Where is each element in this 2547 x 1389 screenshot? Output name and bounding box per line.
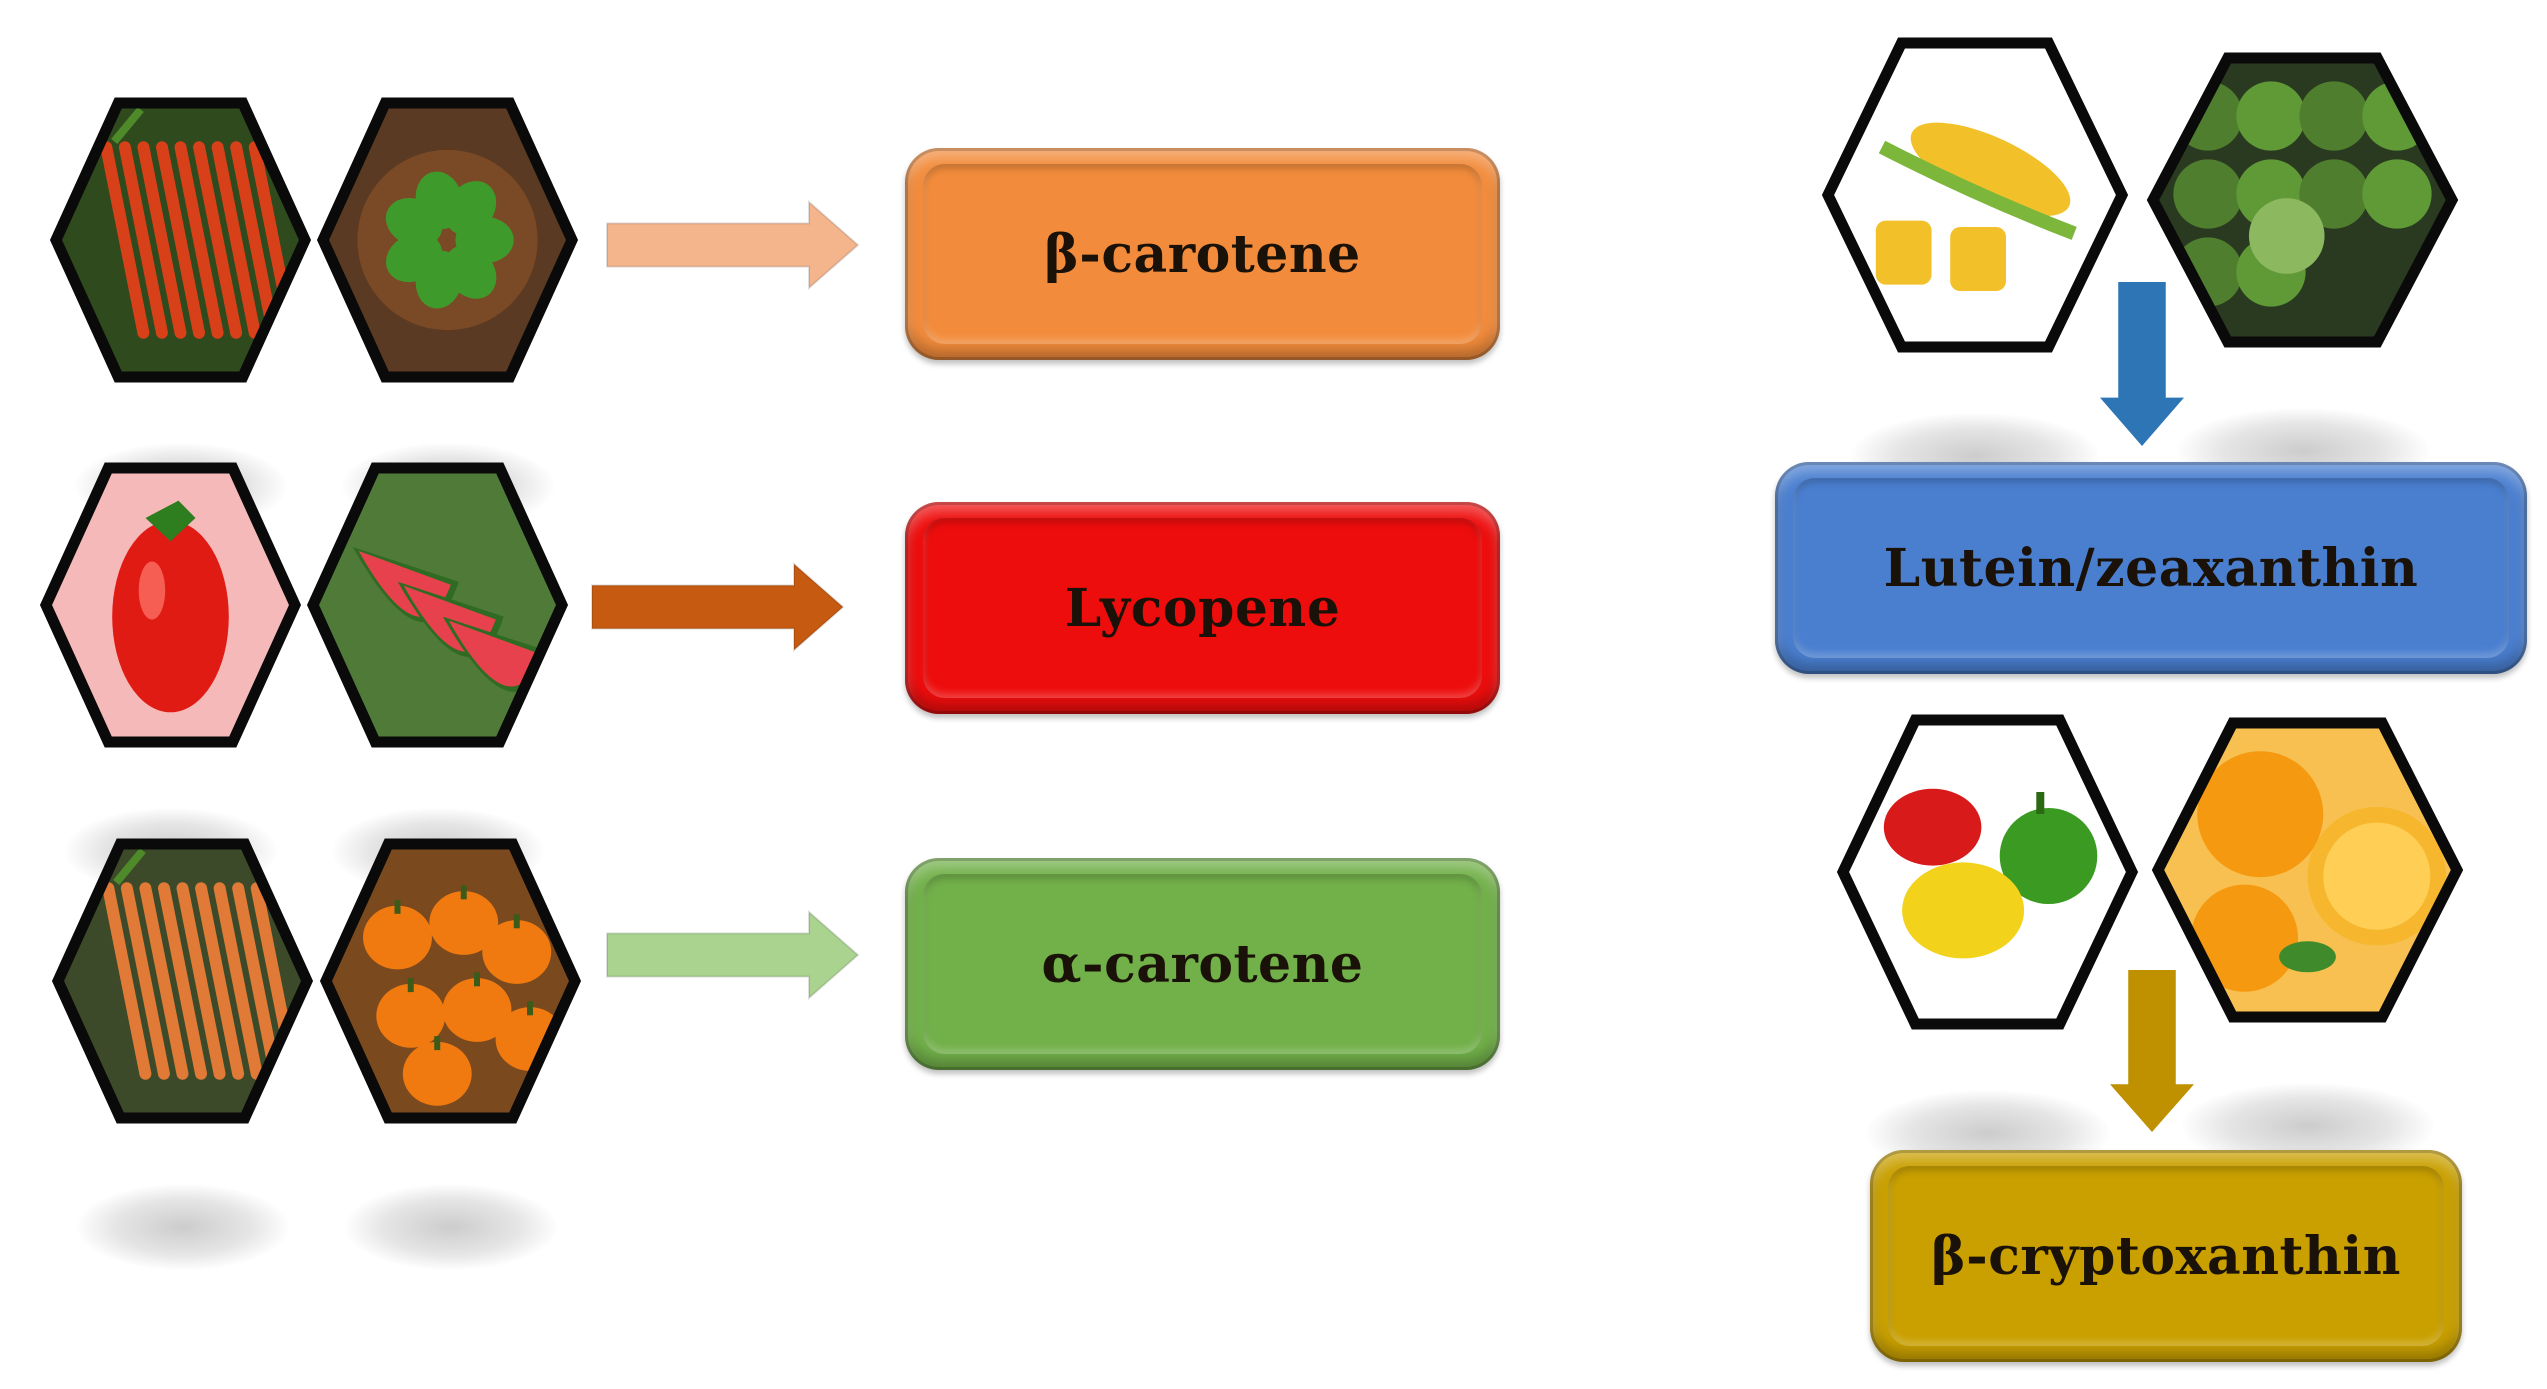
beta-cryptoxanthin-box: β-cryptoxanthin (1870, 1150, 2462, 1362)
lutein-zeaxanthin-label: Lutein/zeaxanthin (1883, 537, 2419, 599)
hexagon-shadow (76, 1184, 289, 1270)
oranges-icon (2151, 717, 2464, 1023)
beta-carotene-label: β-carotene (1044, 223, 1361, 285)
beta-carotene-arrow (606, 200, 860, 290)
lycopene-arrow (591, 562, 845, 652)
corn-icon (1821, 37, 2129, 353)
watermelon-icon (306, 462, 569, 748)
carrots-bunch-icon (51, 838, 314, 1124)
beta-cryptoxanthin-label: β-cryptoxanthin (1931, 1225, 2401, 1287)
spinach-bowl-icon (316, 97, 579, 383)
alpha-carotene-label: α-carotene (1041, 933, 1364, 995)
pumpkins-icon (319, 838, 582, 1124)
lutein-zeaxanthin-arrow (2100, 282, 2184, 446)
lycopene-label: Lycopene (1064, 577, 1341, 639)
alpha-carotene-box-inner (923, 874, 1482, 1054)
lutein-zeaxanthin-box: Lutein/zeaxanthin (1775, 462, 2527, 674)
lycopene-box: Lycopene (905, 502, 1500, 714)
lutein-zeaxanthin-box-inner (1793, 478, 2509, 658)
beta-cryptoxanthin-box-inner (1888, 1166, 2444, 1346)
carrots-red-icon (49, 97, 312, 383)
green-vegetables-icon (2146, 52, 2459, 348)
alpha-carotene-arrow (606, 910, 860, 1000)
bell-peppers-icon (1836, 714, 2139, 1030)
lycopene-box-inner (923, 518, 1482, 698)
beta-cryptoxanthin-arrow (2110, 970, 2194, 1132)
beta-carotene-box-inner (923, 164, 1482, 344)
hexagon-shadow (344, 1184, 557, 1270)
beta-carotene-box: β-carotene (905, 148, 1500, 360)
tomato-icon (39, 462, 302, 748)
alpha-carotene-box: α-carotene (905, 858, 1500, 1070)
